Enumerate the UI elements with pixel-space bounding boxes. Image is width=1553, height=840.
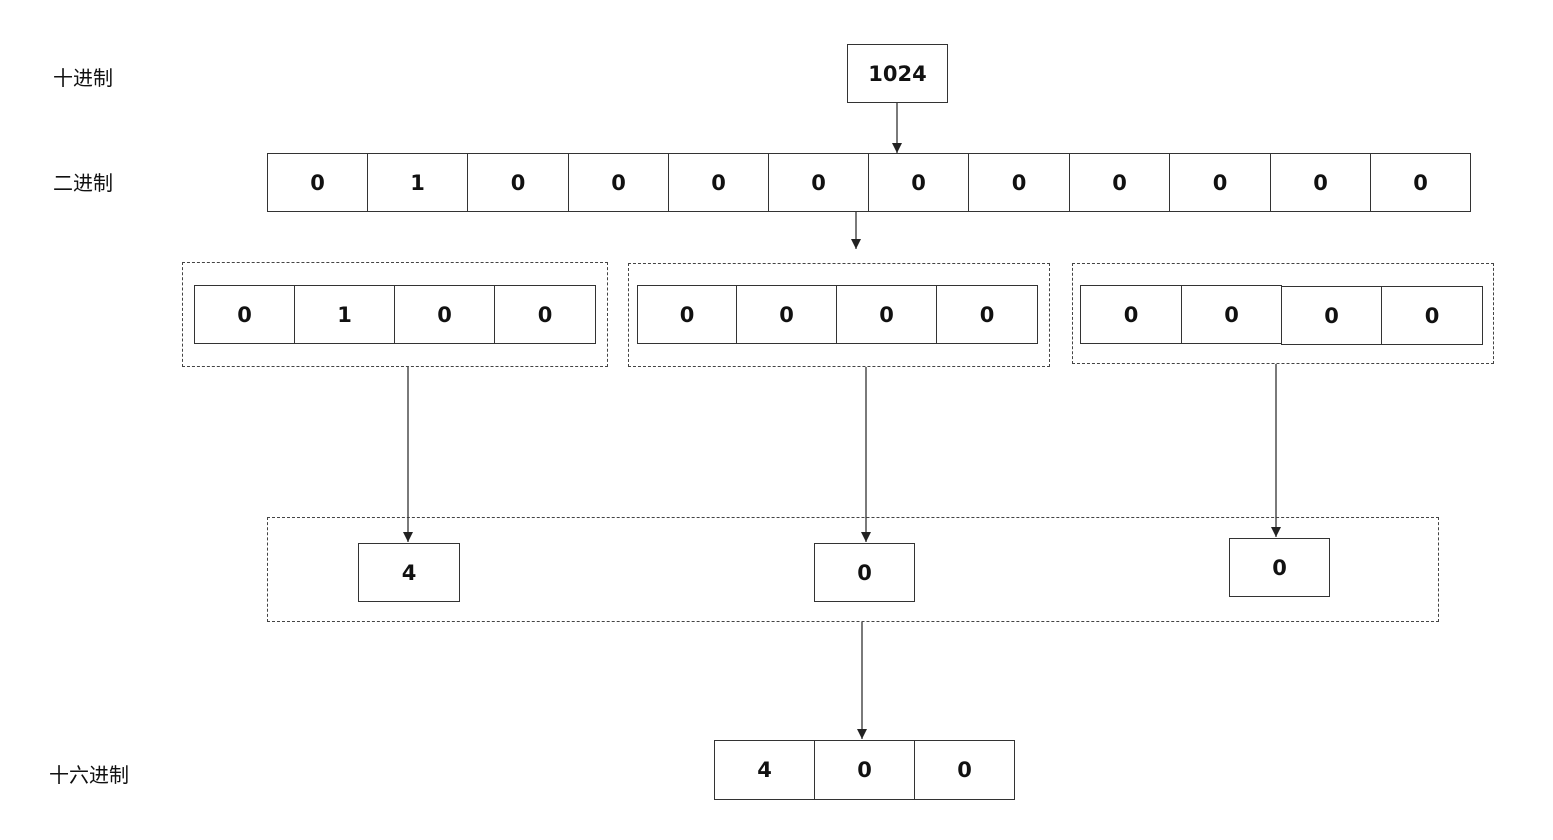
hex-digit-box: 4 (358, 543, 460, 602)
group-3-container (1072, 263, 1494, 364)
group-3-bit: 0 (1381, 286, 1483, 345)
hex-result-digit: 0 (914, 740, 1015, 800)
group-1-bit: 0 (394, 285, 495, 344)
hex-result-digit: 4 (714, 740, 815, 800)
hex-digit-box: 0 (1229, 538, 1330, 597)
group-1-bit: 0 (494, 285, 596, 344)
binary-bit: 0 (467, 153, 569, 212)
binary-bit: 0 (968, 153, 1070, 212)
hex-digit-box: 0 (814, 543, 915, 602)
binary-bit: 0 (267, 153, 368, 212)
binary-bit: 0 (668, 153, 769, 212)
group-2-bit: 0 (836, 285, 937, 344)
group-2-bit: 0 (637, 285, 737, 344)
group-3-bit: 0 (1181, 285, 1282, 344)
binary-bit: 0 (1169, 153, 1271, 212)
hex-label: 十六进制 (49, 763, 129, 787)
hex-result-digit: 0 (814, 740, 915, 800)
group-3-bit: 0 (1080, 285, 1182, 344)
hex-digits-container (267, 517, 1439, 622)
decimal-value-box: 1024 (847, 44, 948, 103)
group-1-bit: 1 (294, 285, 395, 344)
group-2-bit: 0 (936, 285, 1038, 344)
binary-bit: 1 (367, 153, 468, 212)
group-3-bit: 0 (1281, 286, 1382, 345)
binary-bit: 0 (868, 153, 969, 212)
binary-bit: 0 (1270, 153, 1371, 212)
binary-bit: 0 (1069, 153, 1170, 212)
group-2-bit: 0 (736, 285, 837, 344)
group-1-container (182, 262, 608, 367)
binary-bit: 0 (768, 153, 869, 212)
binary-bit: 0 (1370, 153, 1471, 212)
binary-label: 二进制 (53, 171, 113, 195)
group-1-bit: 0 (194, 285, 295, 344)
decimal-label: 十进制 (53, 66, 113, 90)
group-2-container (628, 263, 1050, 367)
